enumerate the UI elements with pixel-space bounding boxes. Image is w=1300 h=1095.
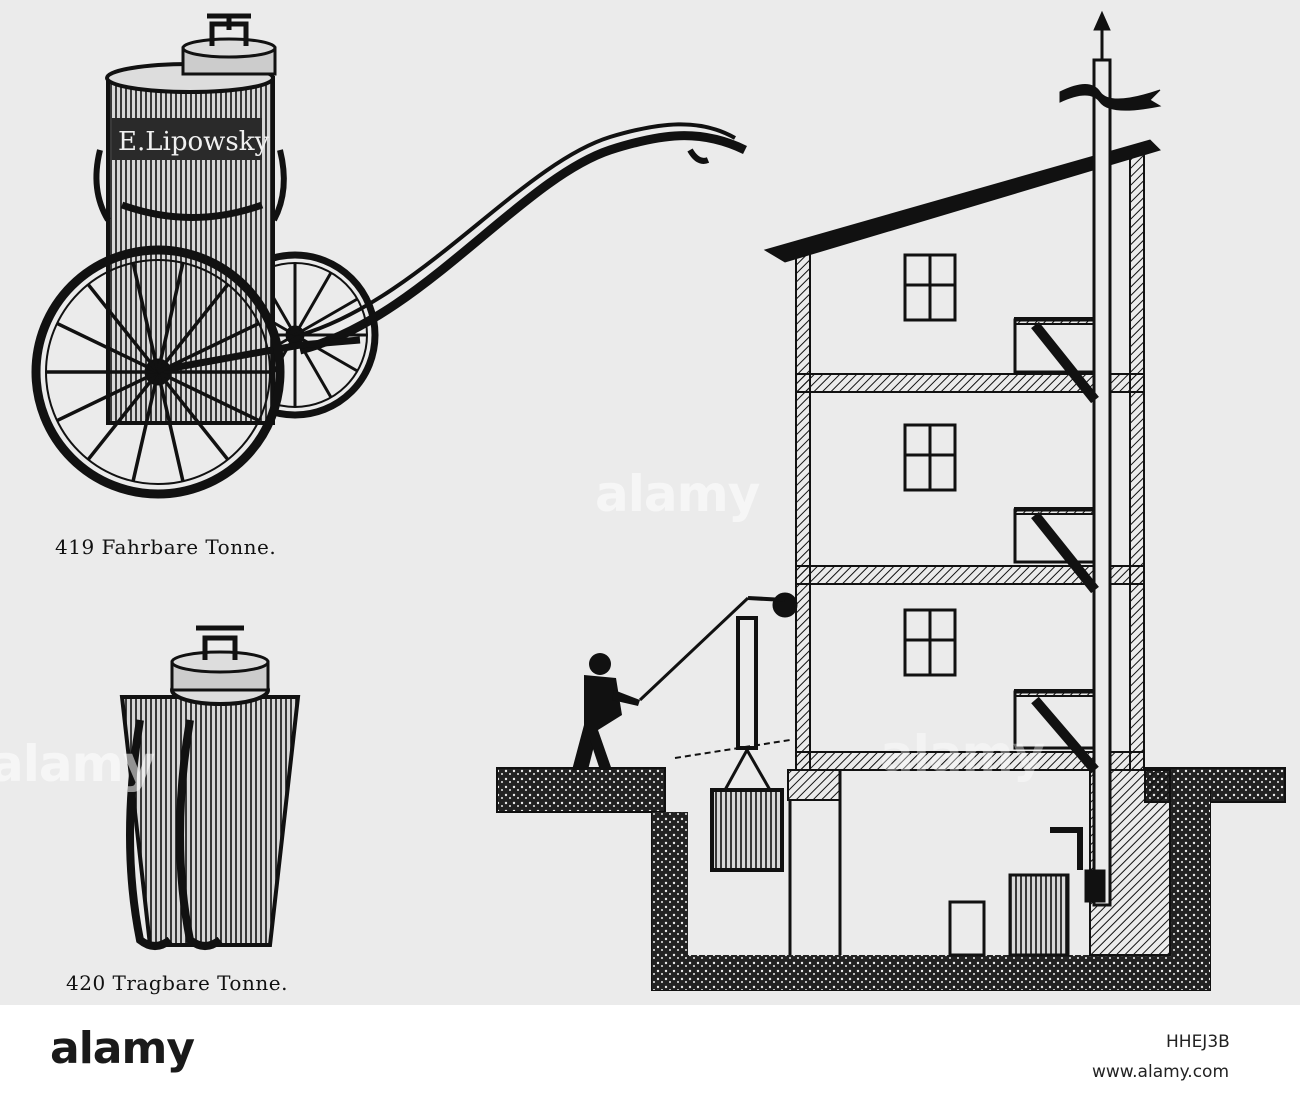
engraving-plate: E.Lipowsky [0,0,1300,1005]
footer-bar: alamy HHEJ3B www.alamy.com [0,1005,1300,1095]
engraving-illustration: E.Lipowsky [31,10,1286,991]
watermark-right: alamy [880,725,1045,783]
portable-barrel-drawing [119,625,301,950]
worker-figure [572,653,640,770]
caption-419: 419 Fahrbare Tonne. [55,535,277,559]
barrel-inscription: E.Lipowsky [118,127,269,157]
site-url[interactable]: www.alamy.com [1092,1062,1230,1082]
watermark-left: alamy [0,735,155,793]
wheeled-cart-drawing: E.Lipowsky [31,13,747,499]
image-id: HHEJ3B [1166,1032,1230,1052]
caption-420: 420 Tragbare Tonne. [66,971,288,995]
building-section-drawing [496,10,1286,991]
watermark-center: alamy [595,465,760,523]
alamy-logo[interactable]: alamy [50,1023,195,1074]
